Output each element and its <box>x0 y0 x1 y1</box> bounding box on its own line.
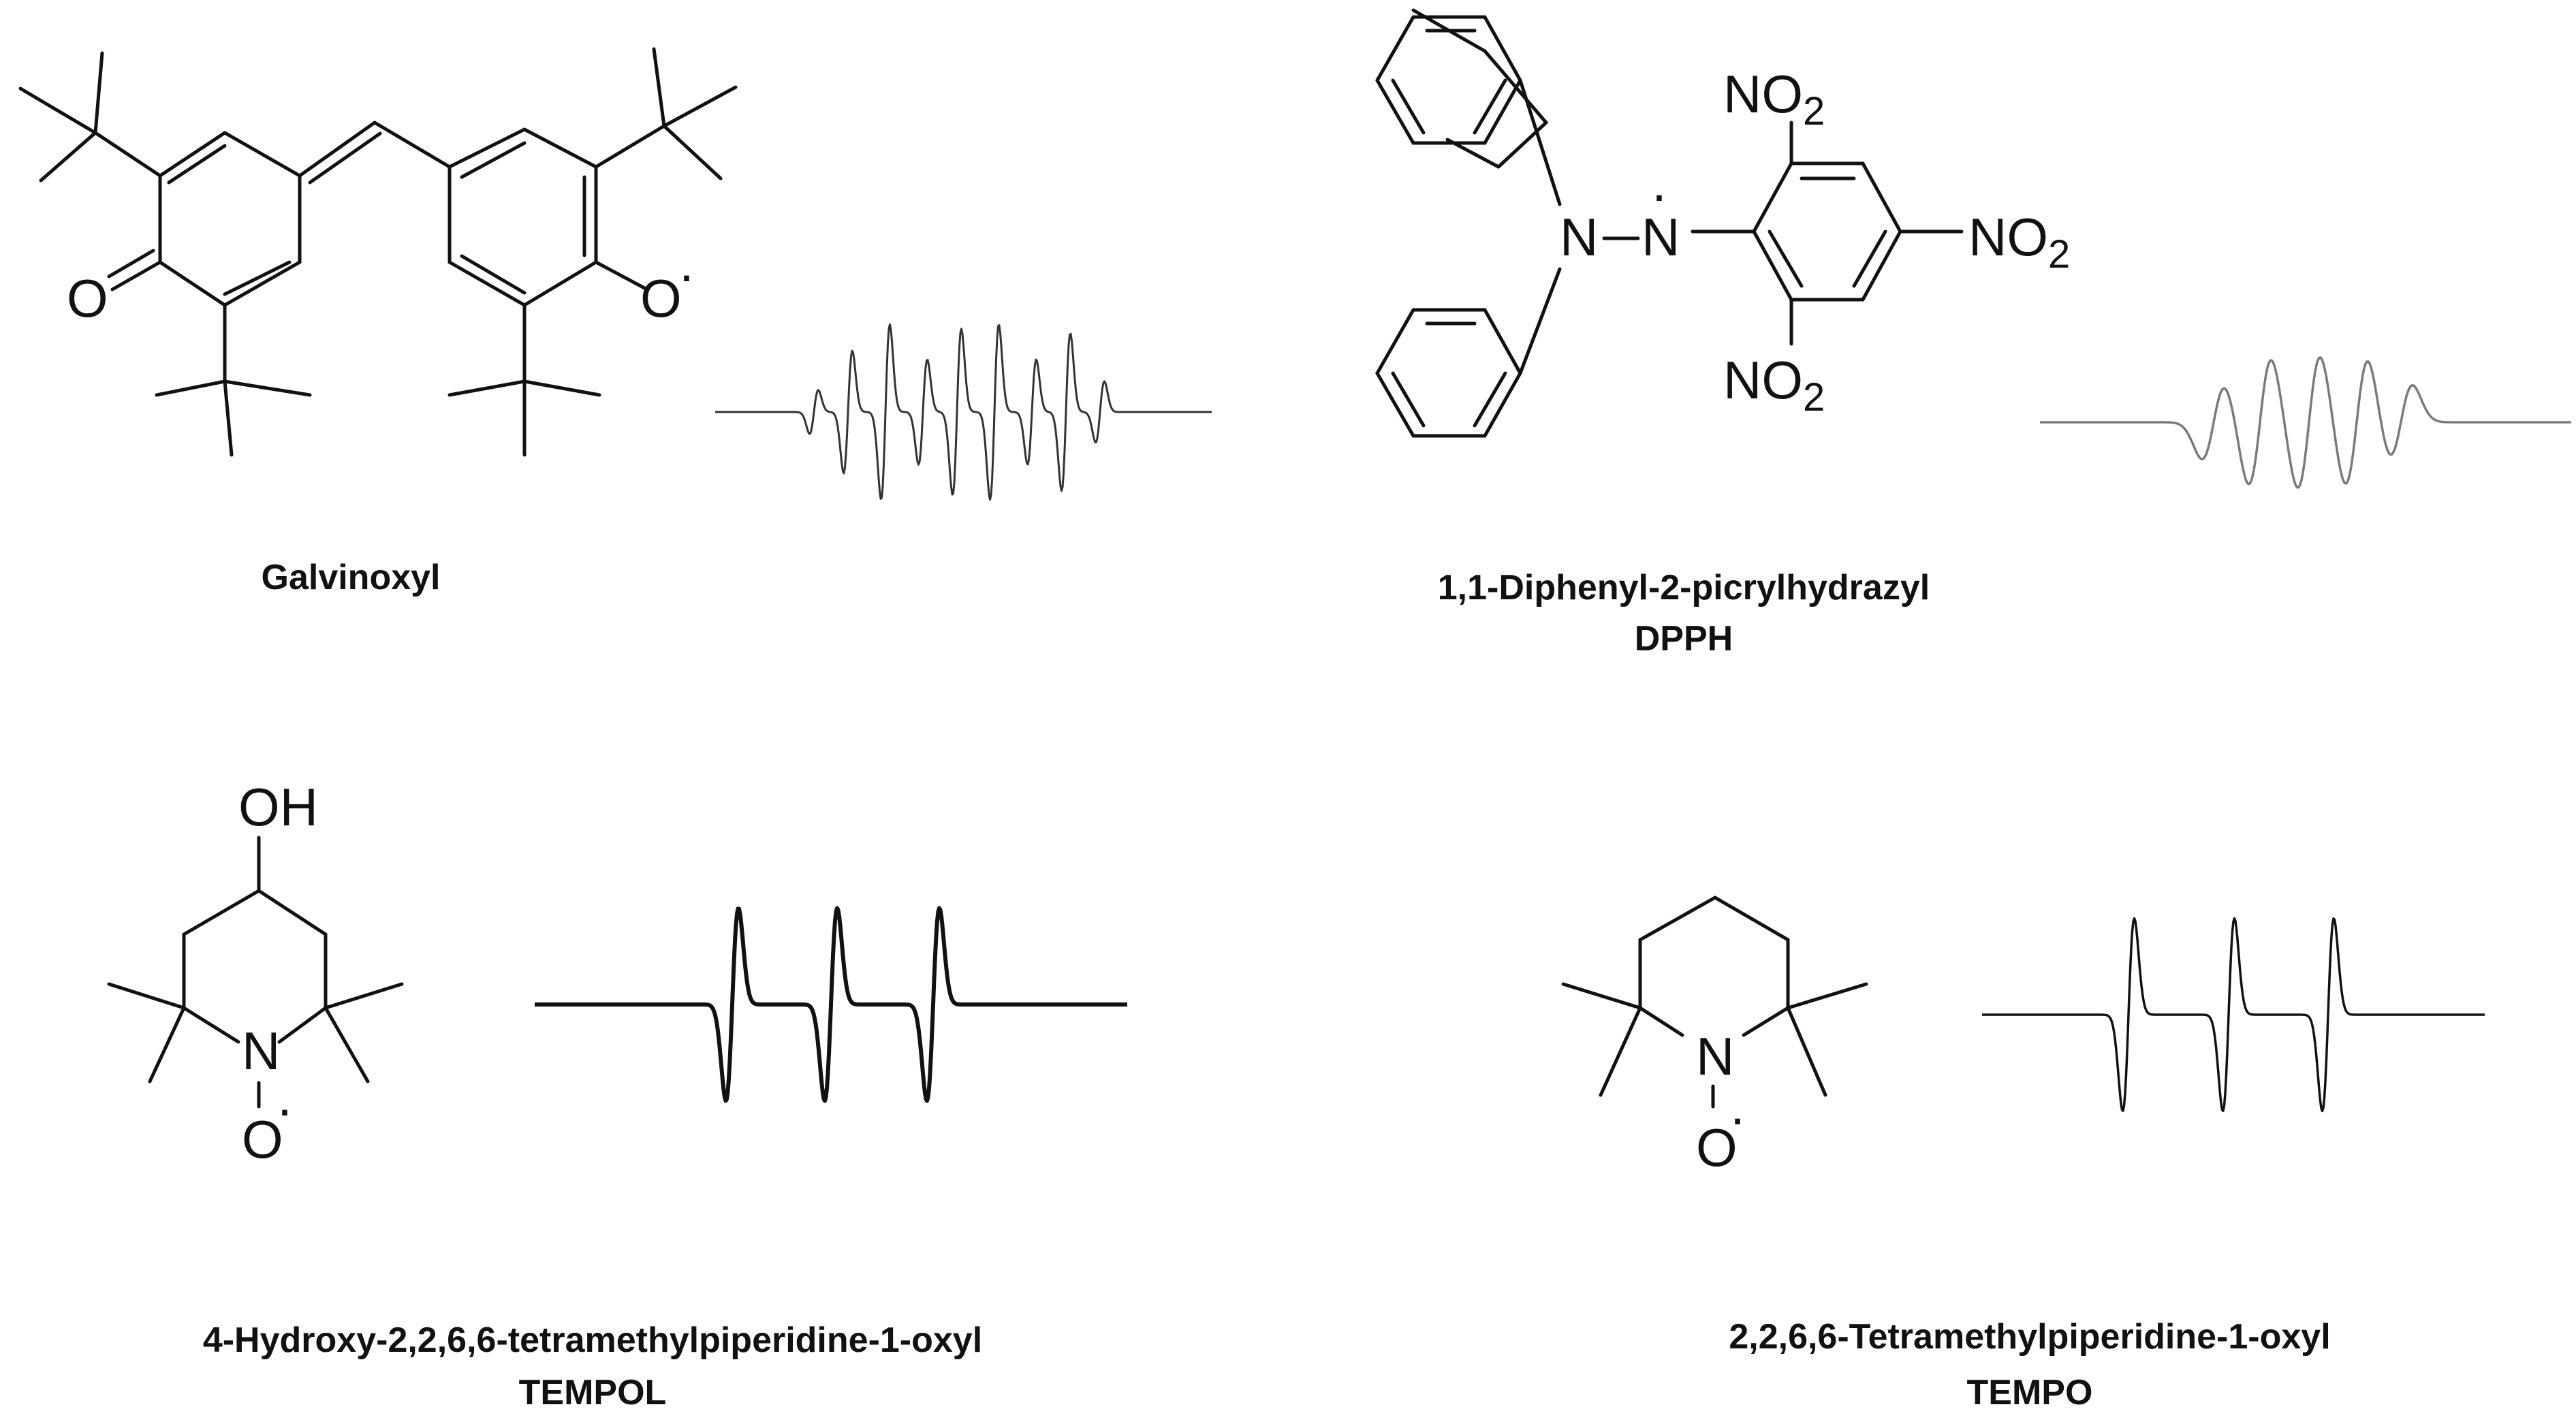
tempol-label-line1: 4-Hydroxy-2,2,6,6-tetramethylpiperidine-… <box>203 1320 982 1360</box>
dpph-no2-right: NO2 <box>1968 207 2070 276</box>
tempo-structure: N O · <box>1561 896 1868 1177</box>
dpph-structure: N N · NO2 NO2 NO2 <box>1375 8 2070 438</box>
tempo-label-line1: 2,2,6,6-Tetramethylpiperidine-1-oxyl <box>1729 1317 2330 1357</box>
tempo-epr-spectrum <box>1981 917 2485 1113</box>
tempol-epr-spectrum <box>533 906 1129 1103</box>
tempol-hydroxyl: OH <box>238 777 318 837</box>
galvinoxyl-structure: O O · <box>18 47 738 457</box>
tempol-radical-dot: · <box>276 1079 294 1139</box>
dpph-nitrogen-right: N <box>1642 207 1680 267</box>
tempo-label-line2: TEMPO <box>1967 1373 2093 1412</box>
dpph-nitrogen-left: N <box>1560 207 1598 267</box>
galvinoxyl-oxygen-right: O <box>640 268 682 328</box>
tempo-radical-dot: · <box>1729 1088 1746 1148</box>
dpph-label-line2: DPPH <box>1635 619 1733 659</box>
galvinoxyl-epr-spectrum <box>715 323 1212 501</box>
tempo-oxygen: O <box>1696 1118 1738 1177</box>
dpph-label-line1: 1,1-Diphenyl-2-picrylhydrazyl <box>1438 568 1930 607</box>
dpph-epr-spectrum <box>2040 356 2571 489</box>
galvinoxyl-oxygen-left: O <box>67 268 108 328</box>
tempol-nitrogen: N <box>242 1021 280 1081</box>
dpph-radical-dot: · <box>1650 164 1668 224</box>
dpph-no2-bottom: NO2 <box>1723 350 1825 420</box>
galvinoxyl-label: Galvinoxyl <box>262 558 441 597</box>
tempol-oxygen: O <box>242 1109 283 1169</box>
galvinoxyl-radical-dot: · <box>678 244 695 304</box>
tempo-nitrogen: N <box>1696 1026 1734 1086</box>
tempol-label-line2: TEMPOL <box>519 1373 667 1412</box>
dpph-no2-top: NO2 <box>1723 64 1825 133</box>
tempol-structure: OH N O · <box>107 777 404 1169</box>
